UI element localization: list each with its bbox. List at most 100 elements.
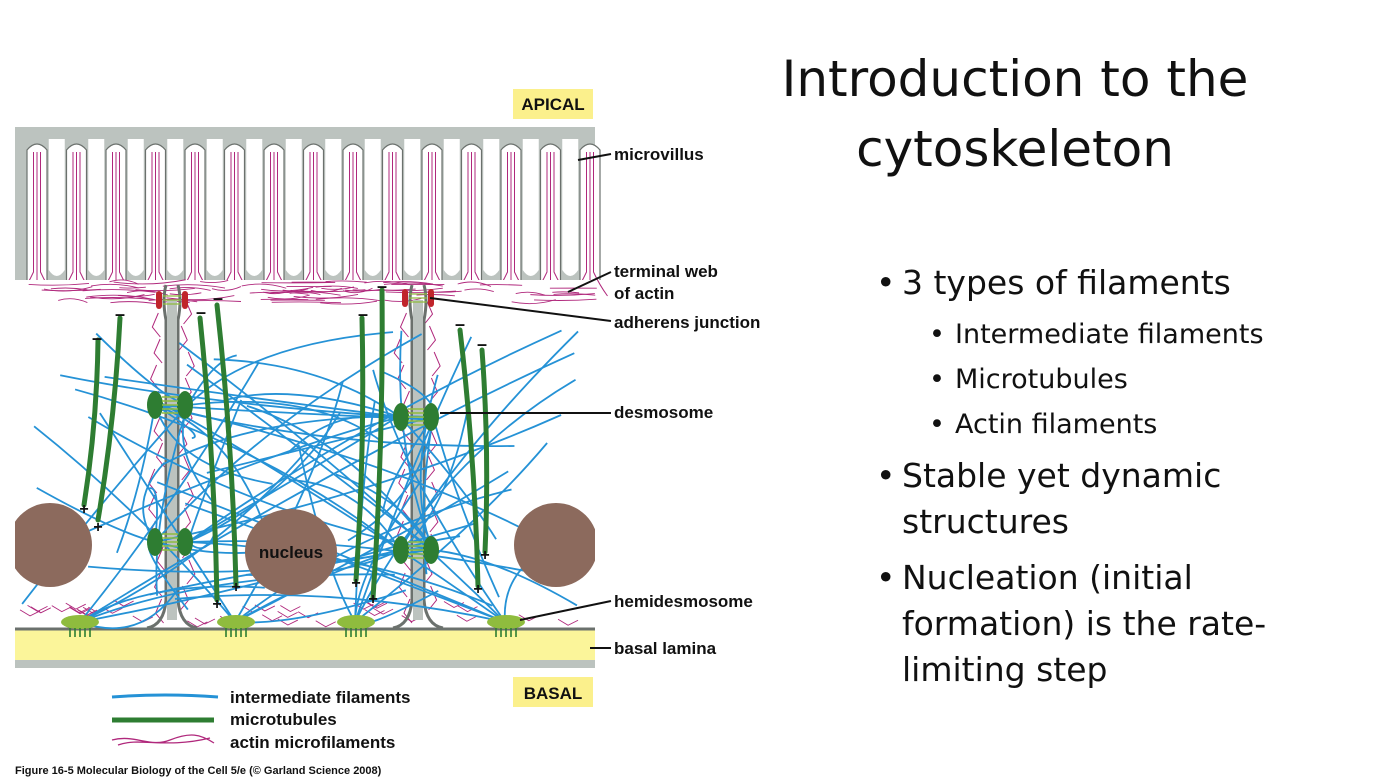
microtubule xyxy=(81,337,101,508)
basal-actin-filament xyxy=(69,607,91,615)
basal-actin-filament xyxy=(315,620,336,628)
terminal-web-actin xyxy=(28,279,597,305)
microtubule-plus-end: + xyxy=(79,501,88,518)
terminal-web-filament xyxy=(85,297,155,301)
bullet-nucleation: Nucleation (initial formation) is the ra… xyxy=(874,555,1354,693)
basal-label: BASAL xyxy=(524,684,583,703)
leader-hemidesmosome xyxy=(519,600,612,621)
sub-bullet-actin: Actin filaments xyxy=(874,402,1354,447)
callout-adherens-junction: adherens junction xyxy=(614,313,760,332)
adherens-junction xyxy=(402,289,408,307)
nucleus-clip xyxy=(595,500,605,600)
terminal-web-filament xyxy=(416,294,455,297)
nucleus-right xyxy=(514,503,598,587)
terminal-web-filament xyxy=(364,280,410,286)
nuclei xyxy=(5,500,605,600)
terminal-web-filament xyxy=(534,298,597,301)
microvillus-gap xyxy=(167,139,184,276)
microtubule-plus-end: + xyxy=(368,591,377,608)
microvillus-gap xyxy=(522,139,539,276)
intermediate-filament xyxy=(382,416,434,514)
basal-actin-filament xyxy=(65,602,86,610)
microtubule xyxy=(370,287,385,601)
terminal-web-filament xyxy=(200,279,229,284)
cortical-actin-filament xyxy=(156,442,165,468)
terminal-web-filament xyxy=(479,284,523,286)
callout-basal-lamina: basal lamina xyxy=(614,639,717,658)
hemidesmosome xyxy=(337,615,375,629)
legend-actin-label: actin microfilaments xyxy=(230,733,395,752)
terminal-web-filament xyxy=(293,293,359,299)
callout-desmosome: desmosome xyxy=(614,403,713,422)
microtubule xyxy=(353,315,366,583)
desmosome-plaque xyxy=(147,391,163,419)
terminal-web-filament xyxy=(162,284,226,289)
intercellular-space xyxy=(413,300,423,620)
intermediate-filament xyxy=(354,378,576,623)
desmosome-plaque xyxy=(423,536,439,564)
terminal-web-filament xyxy=(511,299,556,305)
terminal-web-filament xyxy=(91,283,139,289)
cortical-actin-filament xyxy=(186,559,196,585)
microtubule xyxy=(457,327,481,589)
terminal-web-filament xyxy=(464,288,494,292)
bullet-stable-dynamic: Stable yet dynamic structures xyxy=(874,453,1354,545)
intermediate-filament xyxy=(160,415,434,467)
callout-leaders xyxy=(429,153,612,649)
terminal-web-filament xyxy=(383,281,434,285)
legend-intermediate-swatch xyxy=(111,693,219,699)
basal-actin-filament xyxy=(456,614,478,622)
intermediate-filament xyxy=(184,502,506,623)
bullet-sublist: Intermediate filaments Microtubules Acti… xyxy=(874,312,1354,447)
microvillus-gap xyxy=(246,139,263,276)
intermediate-filament xyxy=(354,336,473,623)
microtubule xyxy=(197,315,220,603)
intermediate-filament xyxy=(99,412,236,623)
terminal-web-filament xyxy=(58,298,88,303)
sub-bullet-microtubules: Microtubules xyxy=(874,357,1354,402)
terminal-web-filament xyxy=(530,293,595,296)
adherens-junction xyxy=(156,291,162,309)
terminal-web-filament xyxy=(270,291,341,296)
terminal-web-filament xyxy=(553,293,596,296)
nucleus-label: nucleus xyxy=(259,543,323,562)
microtubule-minus-end: – xyxy=(377,276,387,296)
terminal-web-filament xyxy=(86,294,154,300)
adherens-junction xyxy=(182,291,188,309)
terminal-web-filament xyxy=(385,290,457,294)
basal-actin-filament xyxy=(19,609,41,617)
lateral-membrane-right xyxy=(422,284,444,630)
terminal-web-filament xyxy=(89,294,145,300)
terminal-web-filament xyxy=(315,297,384,302)
intermediate-filament xyxy=(347,416,434,542)
lateral-membrane-right xyxy=(176,284,198,630)
terminal-web-filament xyxy=(110,301,158,305)
nucleus-left xyxy=(8,503,92,587)
microvillus-gap xyxy=(325,139,342,276)
cortical-actin-filament xyxy=(151,312,161,338)
microtubules xyxy=(81,287,490,603)
terminal-web-filament xyxy=(552,291,580,294)
desmosome-plaque xyxy=(177,528,193,556)
cortical-actin-filament xyxy=(431,351,441,377)
intermediate-filament xyxy=(354,442,548,623)
microvillus-gap xyxy=(48,139,65,276)
microtubule-minus-end: – xyxy=(455,314,465,334)
hemidesmosome xyxy=(61,615,99,629)
microtubule xyxy=(214,302,239,588)
callout-hemidesmosome: hemidesmosome xyxy=(614,592,753,611)
intermediate-filament xyxy=(432,416,500,598)
legend-actin-swatch xyxy=(111,734,215,746)
terminal-web-filament xyxy=(166,295,235,301)
intermediate-filaments xyxy=(21,329,579,630)
microvillus-gap xyxy=(206,139,223,276)
cortical-actin-filament xyxy=(178,325,188,351)
basal-actin-filament xyxy=(51,605,72,613)
microvilli-layer xyxy=(15,127,608,310)
intermediate-filament xyxy=(234,381,344,623)
sub-bullet-intermediate: Intermediate filaments xyxy=(874,312,1354,357)
terminal-web-filament xyxy=(241,283,287,289)
terminal-web-filament xyxy=(267,294,310,300)
microvillus-gap xyxy=(127,139,144,276)
